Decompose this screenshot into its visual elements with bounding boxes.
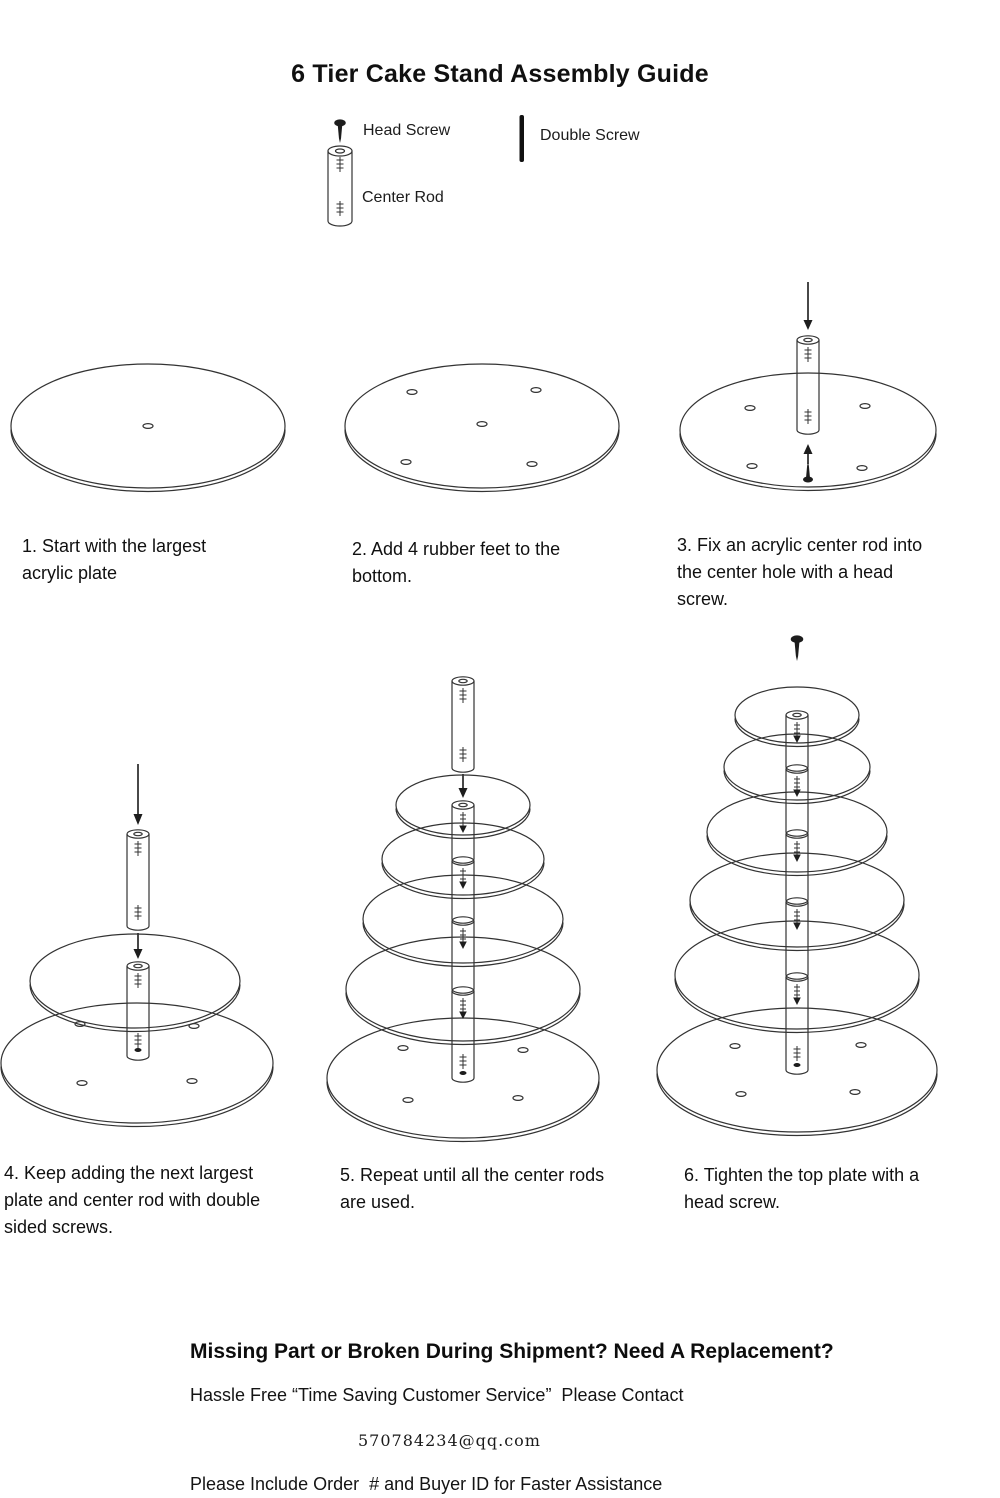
acrylic-plate [10,363,286,489]
footer-email: 570784234@qq.com [358,1431,541,1450]
step6-illustration [656,634,938,1137]
double-screw-icon [519,115,524,162]
insert-arrow [803,282,813,330]
rubber-feet-holes [744,402,871,472]
plate-edge [679,433,937,492]
center-rod-label: Center Rod [362,189,444,206]
center-hole [476,420,488,427]
center-rod-installed [126,961,150,1061]
step3-illustration [679,282,937,492]
step-4-caption: 4. Keep adding the next largest plate an… [4,1163,261,1237]
plate-edge [344,429,620,493]
step-3-caption: 3. Fix an acrylic center rod into the ce… [677,535,923,609]
acrylic-plate [679,372,937,488]
rubber-feet-holes [397,1045,529,1104]
rubber-feet-holes [729,1042,867,1098]
insert-arrow-1 [133,764,143,825]
head-screw-label: Head Screw [363,122,451,139]
footer-contact-line: Hassle Free “Time Saving Customer Servic… [190,1385,684,1405]
upper-plate [29,933,241,1033]
center-rod-stack [451,800,475,1083]
center-rod-incoming [451,676,475,773]
step-5-caption: 5. Repeat until all the center rods are … [340,1165,605,1212]
base-plate [0,1002,274,1128]
footer-order-line: Please Include Order # and Buyer ID for … [190,1474,663,1494]
center-hole [142,422,154,429]
center-rod-incoming [126,829,150,931]
center-rod-icon [327,145,353,227]
step2-illustration [344,363,620,493]
head-screw [790,634,804,662]
head-screw-icon [333,118,347,144]
footer-heading: Missing Part or Broken During Shipment? … [190,1340,834,1363]
step-1-caption: 1. Start with the largest acrylic plate [22,536,207,583]
step-2-caption: 2. Add 4 rubber feet to the bottom. [352,539,561,586]
insert-arrow-2 [133,933,143,959]
plate-edge [10,429,286,493]
step4-illustration [0,764,274,1128]
insert-arrow [458,774,468,798]
center-rod-stack [785,710,809,1075]
step5-illustration [326,676,600,1143]
step-6-caption: 6. Tighten the top plate with a head scr… [684,1165,920,1212]
page-title: 6 Tier Cake Stand Assembly Guide [291,60,709,88]
rubber-feet-holes [400,387,542,467]
center-rod [796,335,820,435]
step1-illustration [10,363,286,493]
parts-legend: Head Screw Double Screw Center Rod [320,112,750,232]
double-screw-label: Double Screw [540,127,640,144]
